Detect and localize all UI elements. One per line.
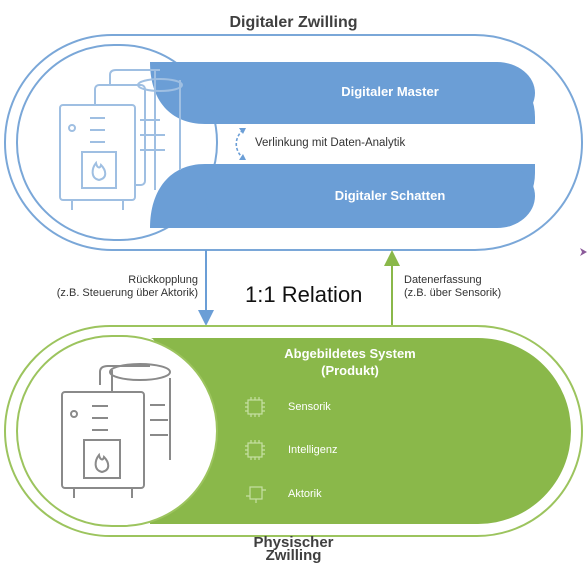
physical-device-icon xyxy=(61,363,171,498)
chip-icon xyxy=(245,397,265,417)
digital-master-label: Digitaler Master xyxy=(341,84,439,99)
link-arrow xyxy=(235,129,244,159)
link-label: Verlinkung mit Daten-Analytik xyxy=(255,137,406,149)
item-aktorik: Aktorik xyxy=(288,488,322,500)
physical-system-band xyxy=(150,338,571,524)
item-sensorik: Sensorik xyxy=(288,401,331,413)
feedback-label: Rückkopplung (z.B. Steuerung über Aktori… xyxy=(56,274,198,299)
digital-shadow-label: Digitaler Schatten xyxy=(334,188,446,203)
ai-chip-icon xyxy=(245,440,265,460)
digital-twin-title: Digitaler Zwilling xyxy=(229,14,358,31)
system-title: Abgebildetes System (Produkt) xyxy=(284,346,416,378)
physical-twin-title: Physischer Zwilling xyxy=(253,534,334,564)
actuator-icon xyxy=(246,486,266,503)
data-capture-label: Datenerfassung (z.B. über Sensorik) xyxy=(404,274,502,299)
digital-device-icon xyxy=(59,69,183,210)
item-intelligenz: Intelligenz xyxy=(288,444,338,456)
relation-label: 1:1 Relation xyxy=(245,282,363,307)
